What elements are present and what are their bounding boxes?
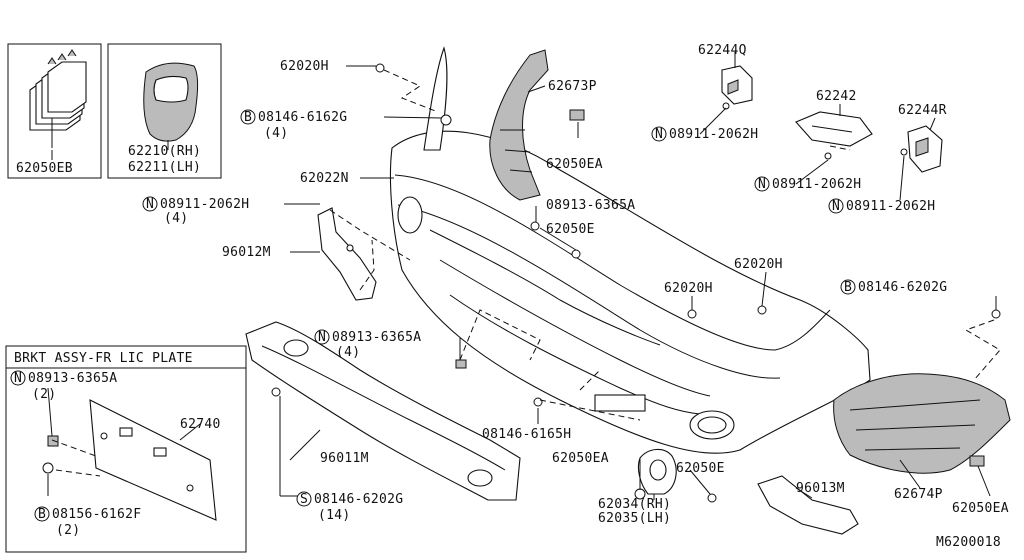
part-label-08911-2062H: 08911-2062H bbox=[772, 177, 861, 192]
part-label-62211: 62211(LH) bbox=[128, 160, 201, 175]
license-bracket-part-62740 bbox=[89, 399, 217, 521]
screw-icon bbox=[571, 249, 581, 259]
part-label-08911-2062H: 08911-2062H bbox=[846, 199, 935, 214]
part-label-62050EA: 62050EA bbox=[546, 157, 603, 172]
part-label-62020H: 62020H bbox=[280, 59, 329, 74]
part-label-62022N: 62022N bbox=[300, 171, 349, 186]
diagram-id: M6200018 bbox=[936, 535, 1001, 550]
part-label-62674P: 62674P bbox=[894, 487, 943, 502]
bracket-part-62674P bbox=[833, 373, 1011, 474]
part-label-62050E: 62050E bbox=[676, 461, 725, 476]
part-label-08156-6162F: 08156-6162F bbox=[52, 507, 141, 522]
part-label-62035: 62035(LH) bbox=[598, 511, 671, 526]
part-label-62034: 62034(RH) bbox=[598, 497, 671, 512]
prefix-symbols: B N N N N B N N B S bbox=[10, 109, 856, 522]
clip-icon bbox=[969, 455, 985, 467]
part-label-08146-6162G: 08146-6162G bbox=[258, 110, 347, 125]
screw-icon bbox=[687, 309, 697, 319]
nut-icon bbox=[722, 102, 730, 110]
part-label-62020H: 62020H bbox=[734, 257, 783, 272]
nut-symbol-label: N bbox=[146, 197, 154, 212]
nut-icon bbox=[47, 435, 59, 447]
quantity-label: (2) bbox=[32, 387, 56, 402]
kit-box-title: BRKT ASSY-FR LIC PLATE bbox=[14, 351, 193, 366]
part-label-08146-6202G: 08146-6202G bbox=[858, 280, 947, 295]
part-label-62050EA: 62050EA bbox=[552, 451, 609, 466]
bolt-icon bbox=[375, 63, 385, 73]
nut-symbol-label: N bbox=[655, 127, 663, 142]
part-label-08913-6365A: 08913-6365A bbox=[332, 330, 421, 345]
bumper-fascia-part bbox=[389, 46, 871, 454]
part-label-96011M: 96011M bbox=[320, 451, 369, 466]
reinforcement-part-96011M bbox=[245, 321, 521, 501]
clip-stack-part bbox=[29, 49, 87, 148]
part-label-62210: 62210(RH) bbox=[128, 144, 201, 159]
kit-box-lic-plate bbox=[5, 345, 247, 553]
quantity-label: (4) bbox=[164, 211, 188, 226]
part-label-62673P: 62673P bbox=[548, 79, 597, 94]
screw-icon bbox=[707, 493, 717, 503]
fog-bracket-part-62034 bbox=[637, 448, 677, 495]
part-label-62244Q: 62244Q bbox=[698, 43, 747, 58]
screw-icon bbox=[757, 305, 767, 315]
part-label-08146-6165H: 08146-6165H bbox=[482, 427, 571, 442]
part-labels: 62050EB 62210(RH) 62211(LH) 62020H 08146… bbox=[14, 43, 1009, 550]
quantity-label: (2) bbox=[56, 523, 80, 538]
bolt-symbol-label: B bbox=[38, 507, 46, 522]
part-label-62020H: 62020H bbox=[664, 281, 713, 296]
clip-icon bbox=[440, 114, 452, 126]
part-label-96013M: 96013M bbox=[796, 481, 845, 496]
bracket-part-62673P bbox=[489, 49, 549, 201]
bolt-symbol-label: B bbox=[244, 110, 252, 125]
nut-symbol-label: N bbox=[318, 330, 326, 345]
clip-icon bbox=[569, 109, 585, 121]
nut-icon bbox=[900, 148, 908, 156]
part-label-96012M: 96012M bbox=[222, 245, 271, 260]
part-label-08913-6365A: 08913-6365A bbox=[28, 371, 117, 386]
nut-icon bbox=[530, 221, 540, 231]
part-label-08913-6365A: 08913-6365A bbox=[546, 198, 635, 213]
part-label-62740: 62740 bbox=[180, 417, 221, 432]
bolt-icon bbox=[991, 309, 1001, 319]
nut-symbol-label: N bbox=[758, 177, 766, 192]
nut-symbol-label: N bbox=[832, 199, 840, 214]
bracket-part-96013M bbox=[757, 475, 859, 535]
screw-symbol-label: S bbox=[300, 492, 308, 507]
retainer-part-62244Q bbox=[721, 65, 753, 105]
part-label-62242: 62242 bbox=[816, 89, 857, 104]
fasteners bbox=[42, 63, 1001, 503]
part-label-62050EB: 62050EB bbox=[16, 161, 73, 176]
screw-icon bbox=[271, 387, 281, 397]
nut-icon bbox=[824, 152, 832, 160]
quantity-label: (4) bbox=[264, 126, 288, 141]
retainer-part-62244R bbox=[907, 125, 943, 173]
bolt-symbol-label: B bbox=[844, 280, 852, 295]
inset-box-62210 bbox=[107, 43, 222, 179]
inset-box-62050EB bbox=[7, 43, 102, 179]
part-label-62050EA: 62050EA bbox=[952, 501, 1009, 516]
part-label-08146-6202G: 08146-6202G bbox=[314, 492, 403, 507]
part-label-08911-2062H: 08911-2062H bbox=[160, 197, 249, 212]
nut-icon bbox=[346, 244, 354, 252]
part-label-62050E: 62050E bbox=[546, 222, 595, 237]
retainer-part-62242 bbox=[795, 111, 873, 147]
bolt-icon bbox=[533, 397, 543, 407]
part-label-08911-2062H: 08911-2062H bbox=[669, 127, 758, 142]
assembly-lines bbox=[51, 69, 1001, 477]
leader-lines bbox=[47, 52, 997, 500]
clip-icon bbox=[455, 359, 467, 369]
part-label-62244R: 62244R bbox=[898, 103, 947, 118]
pad-part-62210 bbox=[143, 62, 199, 150]
quantity-label: (14) bbox=[318, 508, 351, 523]
bolt-icon bbox=[42, 462, 54, 474]
nut-symbol-label: N bbox=[14, 371, 22, 386]
quantity-label: (4) bbox=[336, 345, 360, 360]
